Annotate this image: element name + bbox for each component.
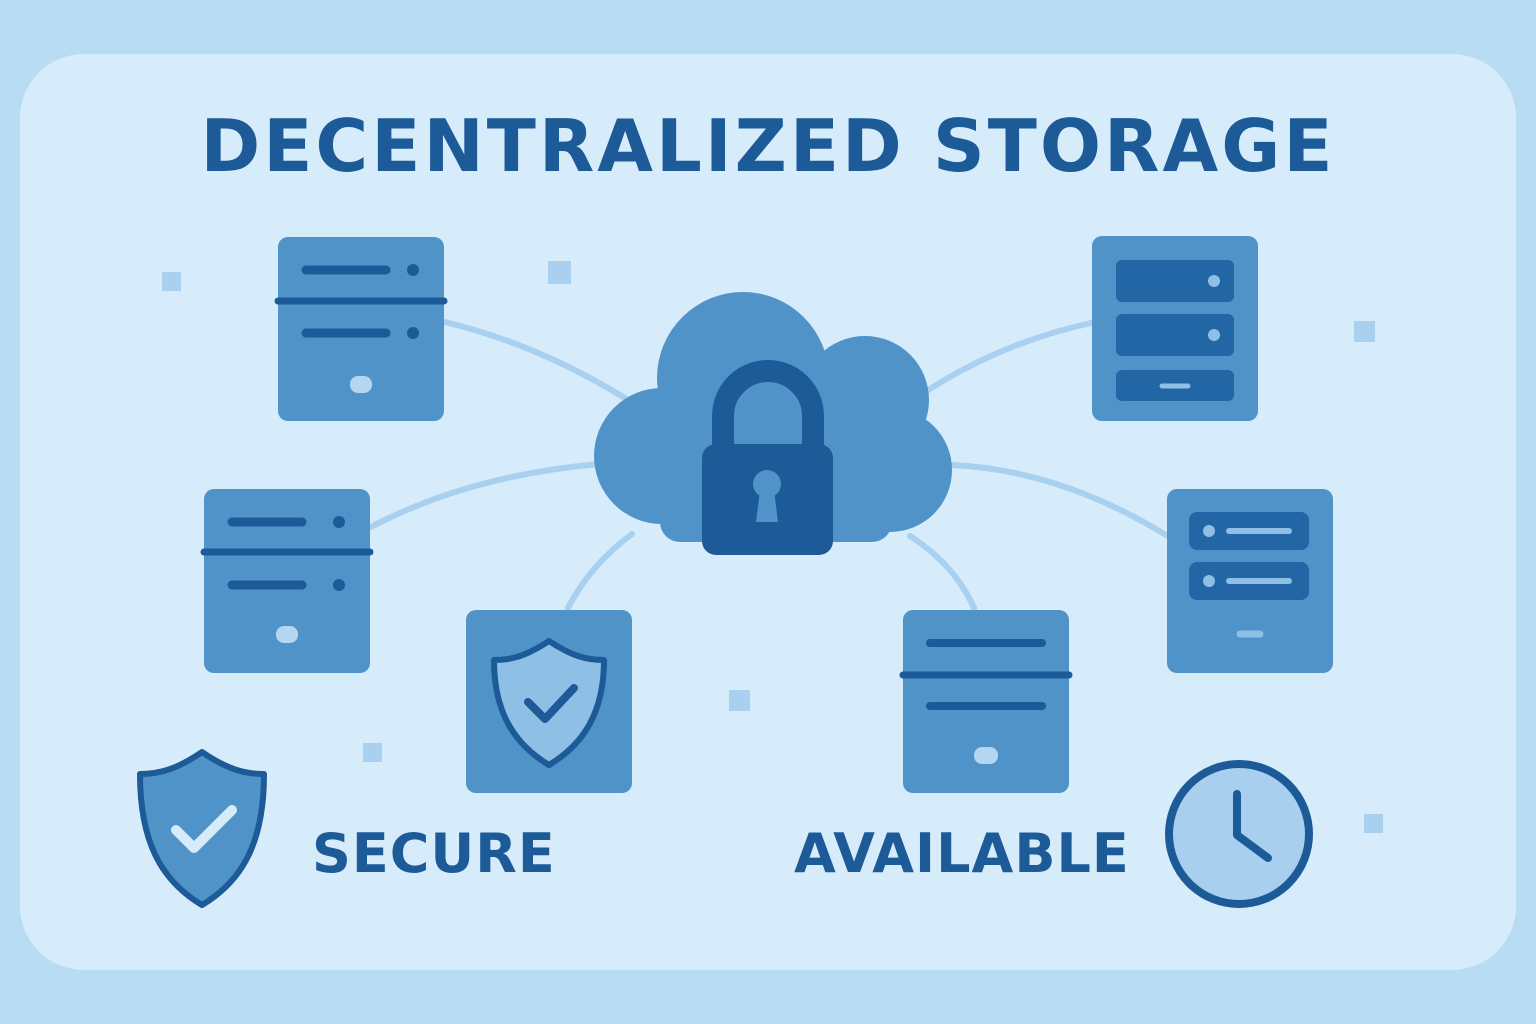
server-node-top-right	[1092, 236, 1258, 421]
cloud-lock-icon	[594, 292, 952, 555]
server-node-bottom-right	[899, 610, 1073, 793]
clock-icon	[1165, 760, 1313, 908]
decorative-squares	[162, 261, 1383, 833]
shield-check-icon	[137, 749, 267, 908]
connector-mid-right	[949, 462, 1169, 538]
secure-label: SECURE	[312, 822, 556, 885]
square-dot	[162, 272, 181, 291]
shield-node	[466, 610, 632, 793]
connector-top-left	[442, 319, 631, 403]
square-dot	[1364, 814, 1383, 833]
server-node-mid-right	[1167, 489, 1333, 673]
square-dot	[363, 743, 382, 762]
square-dot	[729, 690, 750, 711]
connector-top-right	[903, 320, 1094, 408]
square-dot	[548, 261, 571, 284]
connector-mid-left	[368, 461, 603, 530]
available-label: AVAILABLE	[794, 822, 1130, 885]
connector-bottom-left	[565, 531, 635, 611]
server-node-mid-left	[200, 489, 374, 673]
server-node-top-left	[274, 237, 448, 421]
connector-bottom-right	[907, 533, 977, 611]
diagram-title: DECENTRALIZED STORAGE	[200, 104, 1336, 188]
square-dot	[1354, 321, 1375, 342]
